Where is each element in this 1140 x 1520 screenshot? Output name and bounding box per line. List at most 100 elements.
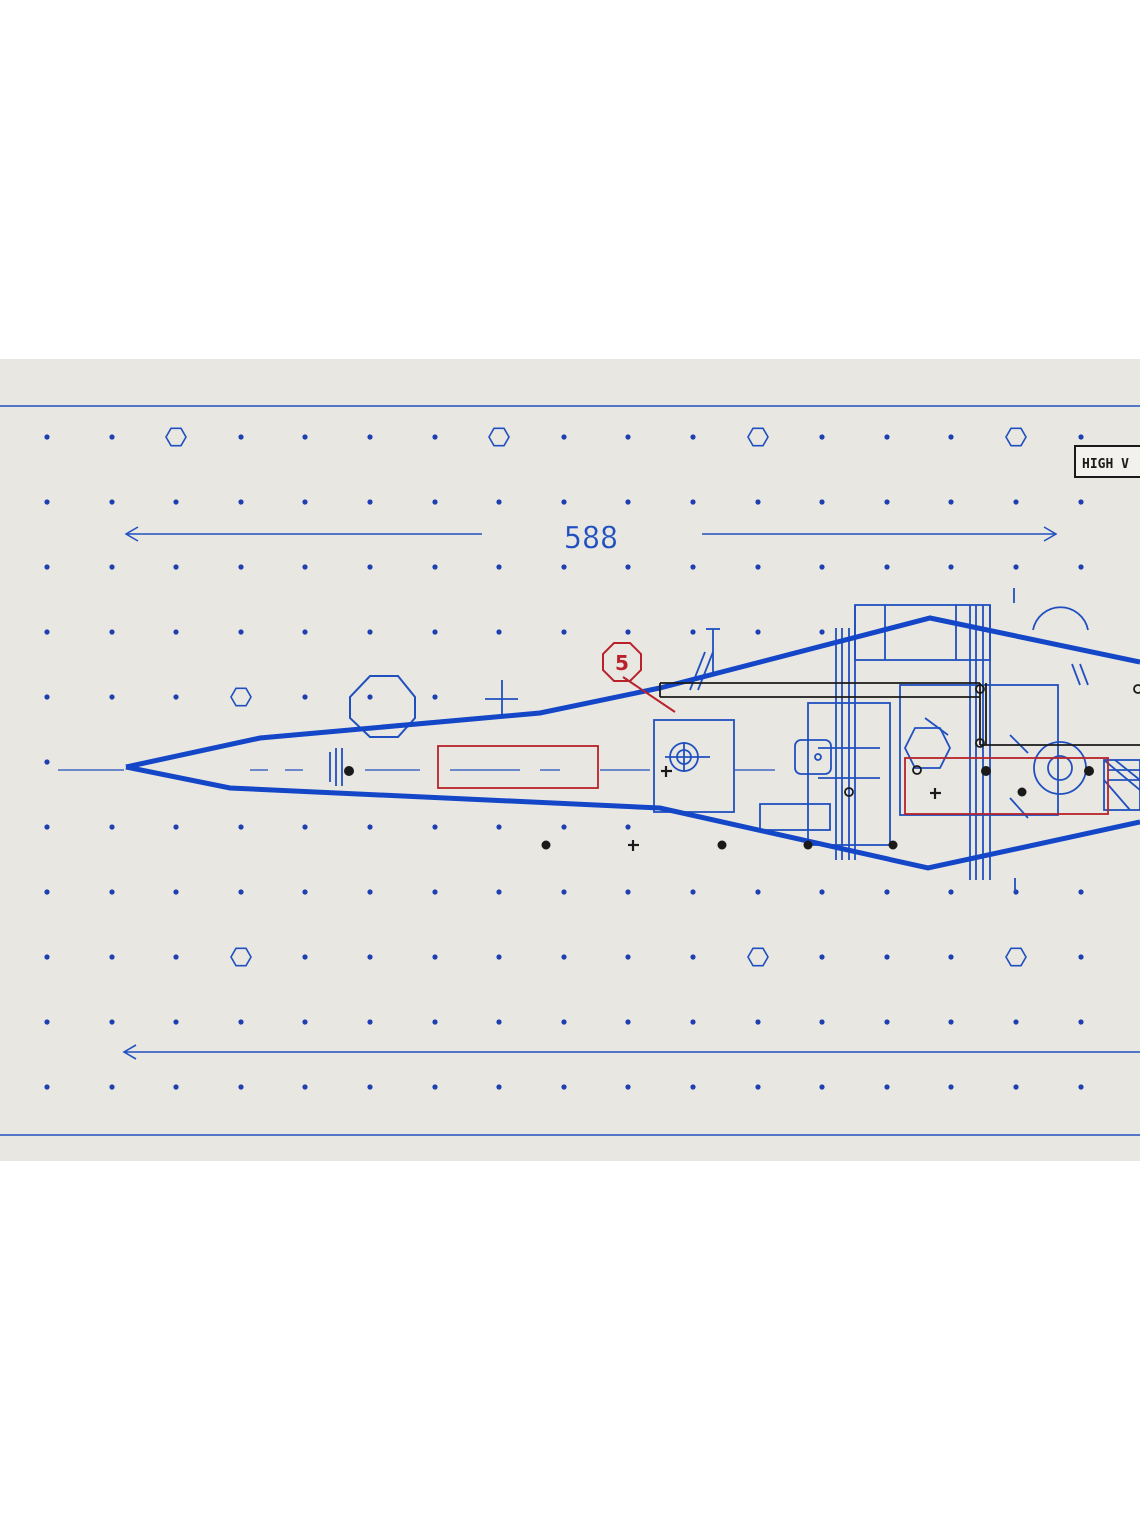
grid-dot <box>367 499 373 505</box>
grid-dot <box>238 824 244 830</box>
grid-dot <box>432 1084 438 1090</box>
grid-dot <box>1078 499 1084 505</box>
grid-dot <box>625 499 631 505</box>
grid-dot <box>109 954 115 960</box>
grid-dot <box>238 889 244 895</box>
grid-dot <box>109 564 115 570</box>
grid-dot <box>432 434 438 440</box>
grid-dot <box>755 1084 761 1090</box>
grid-dot <box>173 1019 179 1025</box>
grid-dot <box>948 1019 954 1025</box>
grid-dot <box>561 824 567 830</box>
grid-dot <box>496 564 502 570</box>
grid-dot <box>884 889 890 895</box>
grid-dot <box>173 889 179 895</box>
callout-octagon <box>602 642 642 682</box>
red-components <box>437 642 1109 815</box>
grid-dot <box>496 1084 502 1090</box>
grid-dot <box>561 889 567 895</box>
grid-dot <box>561 1019 567 1025</box>
grid-dot <box>44 824 50 830</box>
grid-dot <box>44 629 50 635</box>
grid-dot <box>238 434 244 440</box>
grid-dot <box>44 954 50 960</box>
grid-dot <box>238 629 244 635</box>
grid-dot <box>625 889 631 895</box>
grid-dot <box>302 954 308 960</box>
grid-dot <box>432 954 438 960</box>
grid-dot <box>302 629 308 635</box>
grid-dot <box>690 499 696 505</box>
grid-dot <box>173 564 179 570</box>
hexagon-marker <box>488 427 510 447</box>
grid-dot <box>44 434 50 440</box>
grid-dot <box>561 434 567 440</box>
grid-dot <box>109 499 115 505</box>
grid-dot <box>884 434 890 440</box>
grid-dot <box>690 564 696 570</box>
grid-dot <box>819 1084 825 1090</box>
grid-dot <box>948 564 954 570</box>
grid-dot <box>755 499 761 505</box>
grid-dot <box>819 499 825 505</box>
grid-dot <box>690 954 696 960</box>
grid-dot <box>819 1019 825 1025</box>
blueprint-paper <box>0 359 1140 1161</box>
grid-dot <box>432 564 438 570</box>
grid-dot <box>1078 564 1084 570</box>
grid-dot <box>432 694 438 700</box>
grid-dot <box>432 499 438 505</box>
dimension-label: 588 <box>564 521 618 556</box>
grid-dot <box>884 1084 890 1090</box>
grid-dot <box>44 499 50 505</box>
grid-dot <box>625 1019 631 1025</box>
grid-dot <box>238 1084 244 1090</box>
grid-dot <box>948 434 954 440</box>
grid-dot <box>1013 1084 1019 1090</box>
grid-dot <box>173 629 179 635</box>
grid-dot <box>432 1019 438 1025</box>
grid-dot <box>884 954 890 960</box>
black-plus-marks <box>628 766 941 851</box>
grid-dot <box>367 434 373 440</box>
grid-dot <box>1013 499 1019 505</box>
hexagon-marker <box>747 427 769 447</box>
grid-dot <box>367 954 373 960</box>
grid-dot <box>690 629 696 635</box>
grid-dot <box>948 1084 954 1090</box>
grid-dot <box>496 824 502 830</box>
grid-dot <box>948 889 954 895</box>
grid-dot <box>432 889 438 895</box>
grid-dot <box>238 1019 244 1025</box>
grid-dot <box>302 1084 308 1090</box>
grid-dot <box>302 1019 308 1025</box>
grid-dot <box>109 694 115 700</box>
grid-dot <box>173 694 179 700</box>
grid-dot <box>109 889 115 895</box>
grid-dot <box>367 629 373 635</box>
hull-outline <box>125 615 1140 871</box>
grid-dot <box>44 1019 50 1025</box>
hexagon-markers <box>165 427 1027 967</box>
grid-dot <box>819 889 825 895</box>
black-rings <box>844 684 1140 797</box>
grid-dot <box>561 564 567 570</box>
red-component-right <box>904 757 1109 815</box>
grid-dot <box>238 564 244 570</box>
grid-dot <box>819 564 825 570</box>
grid-dot <box>1013 1019 1019 1025</box>
dimension-line <box>124 526 1058 542</box>
grid-dot <box>625 954 631 960</box>
grid-dot <box>884 564 890 570</box>
grid-dot <box>173 499 179 505</box>
grid-dot <box>948 499 954 505</box>
hexagon-marker <box>1005 427 1027 447</box>
tag-box <box>1074 445 1140 478</box>
hexagon-marker <box>1005 947 1027 967</box>
grid-dot <box>302 889 308 895</box>
grid-dot <box>819 434 825 440</box>
tag-label: HIGH V <box>1082 457 1129 472</box>
grid-dot <box>819 954 825 960</box>
octagon-shape <box>349 675 416 738</box>
black-nodes <box>344 766 1094 850</box>
